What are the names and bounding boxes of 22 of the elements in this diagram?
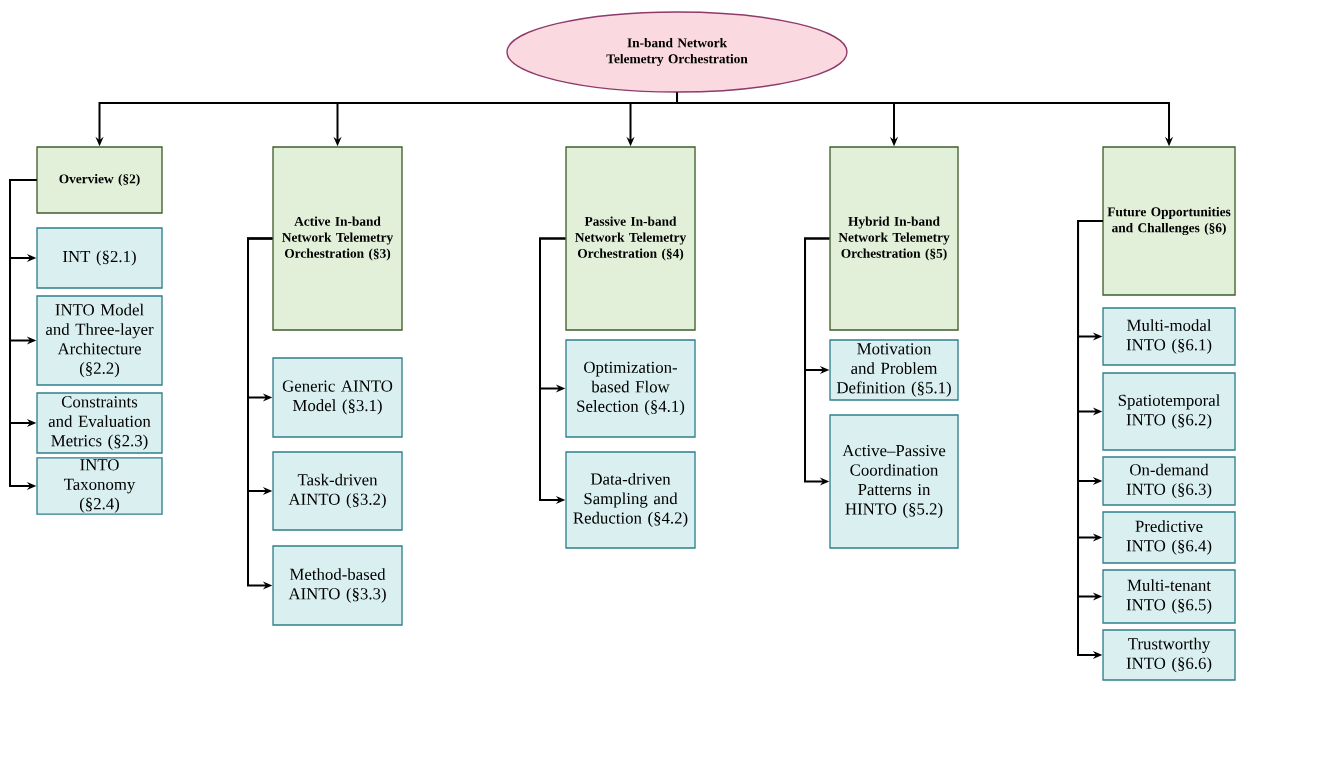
subsection-box: Active–Passive Coordination Patterns in HINTO (§5.2)	[829, 414, 959, 549]
subsection-box: On-demand INTO (§6.3)	[1102, 456, 1236, 506]
subsection-box: Generic AINTO Model (§3.1)	[272, 357, 403, 438]
subsection-box: INT (§2.1)	[36, 227, 163, 289]
subsection-box: Task-driven AINTO (§3.2)	[272, 451, 403, 531]
subsection-box: Spatiotemporal INTO (§6.2)	[1102, 372, 1236, 451]
subsection-box: Method-based AINTO (§3.3)	[272, 545, 403, 626]
subsection-box: Multi-modal INTO (§6.1)	[1102, 307, 1236, 366]
section-box: Future Opportunities and Challenges (§6)	[1102, 146, 1236, 296]
subsection-box: INTO Taxonomy (§2.4)	[36, 457, 163, 515]
section-box: Passive In-band Network Telemetry Orchestration (§4)	[565, 146, 696, 331]
section-box: Overview (§2)	[36, 146, 163, 214]
subsection-box: Predictive INTO (§6.4)	[1102, 511, 1236, 564]
subsection-box: Multi-tenant INTO (§6.5)	[1102, 569, 1236, 624]
subsection-box: Motivation and Problem Definition (§5.1)	[829, 339, 959, 401]
subsection-box: Optimization-based Flow Selection (§4.1)	[565, 339, 696, 438]
section-box: Hybrid In-band Network Telemetry Orchestration (§5)	[829, 146, 959, 331]
subsection-box: Constraints and Evaluation Metrics (§2.3)	[36, 392, 163, 454]
subsection-box: Trustworthy INTO (§6.6)	[1102, 629, 1236, 681]
subsection-box: Data-driven Sampling and Reduction (§4.2)	[565, 451, 696, 549]
section-box: Active In-band Network Telemetry Orchestration (§3)	[272, 146, 403, 331]
subsection-box: INTO Model and Three-layer Architecture (§2.2)	[36, 295, 163, 386]
